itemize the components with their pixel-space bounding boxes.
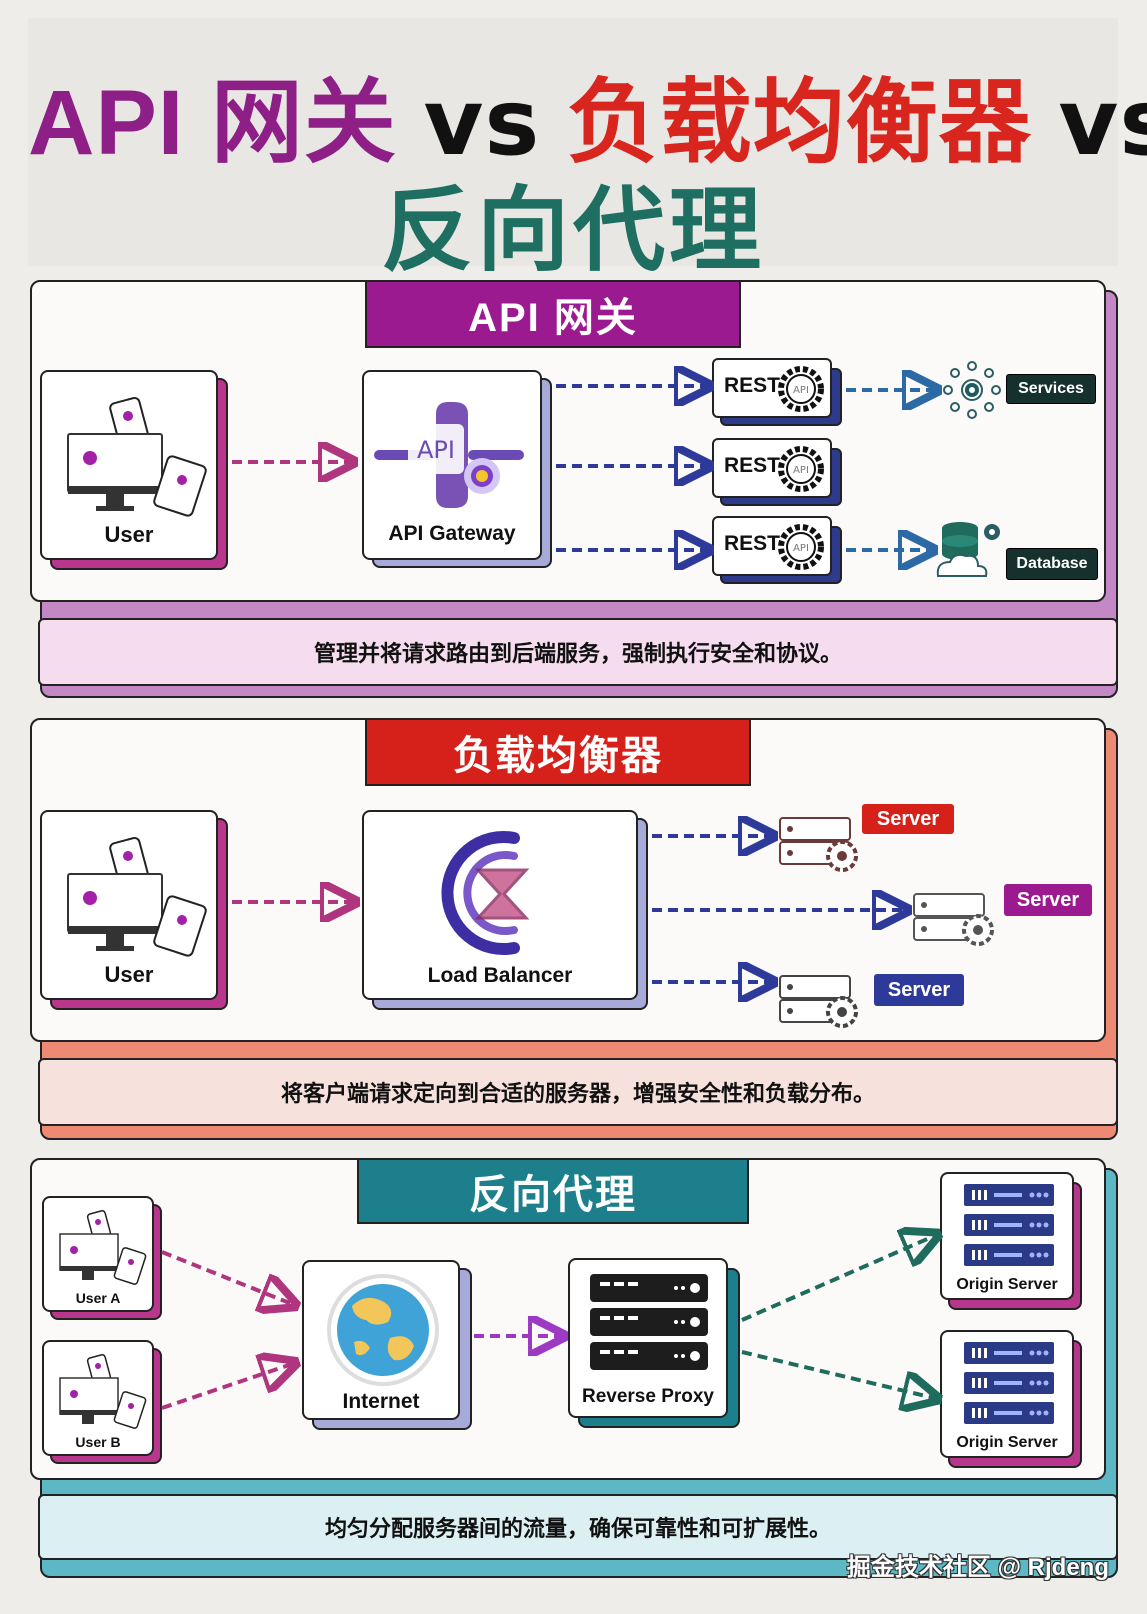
watermark: 掘金技术社区 @ Rjdeng [846,1554,1109,1581]
load-balancer-card: Load Balancer [362,810,638,1000]
server-tag-1: Server [862,804,954,834]
server-rack-icon [590,1274,708,1370]
page-title-line-1: API 网关 vs 负载均衡器 vs [28,48,1147,181]
database-tag: Database [1006,548,1098,580]
user-devices-icon [67,396,207,517]
user-b-card: User B [42,1340,154,1456]
reverse-proxy-label: Reverse Proxy [581,1386,715,1407]
services-tag: Services [1006,374,1096,404]
load-balancer-icon [441,831,530,955]
rest-label: REST [724,532,781,555]
api-gateway-icon: API [374,402,524,508]
origin-server-card-1: Origin Server [940,1172,1074,1300]
server-gear-icon [779,975,858,1028]
load-balancer-description: 将客户端请求定向到合适的服务器，增强安全性和负载分布。 [38,1058,1118,1126]
reverse-proxy-card: Reverse Proxy [568,1258,728,1418]
api-gateway-card: API API Gateway [362,370,542,560]
server-gear-icon [913,893,994,946]
title-vs-2: vs [1058,69,1147,176]
user-label: User [104,522,154,547]
api-gear-icon: API [778,524,824,570]
rest-card: REST API [712,358,832,418]
api-gateway-description-text: 管理并将请求路由到后端服务，强制执行安全和协议。 [313,641,842,666]
server-tag-2: Server [1004,884,1092,916]
title-vs-1: vs [423,69,541,176]
load-balancer-label: Load Balancer [427,964,573,987]
api-gateway-banner: API 网关 [365,280,741,348]
services-gear-network-icon [943,361,1001,419]
svg-text:API: API [793,543,809,554]
origin-server-rack-icon [964,1184,1054,1266]
reverse-proxy-description: 均匀分配服务器间的流量，确保可靠性和可扩展性。 [38,1494,1118,1560]
user-devices-icon [67,836,207,957]
user-a-label: User A [75,1290,121,1306]
api-gateway-description: 管理并将请求路由到后端服务，强制执行安全和协议。 [38,618,1118,686]
internet-card: Internet [302,1260,460,1420]
user-card: User [40,810,218,1000]
user-b-label: User B [75,1434,121,1450]
svg-text:API: API [793,465,809,476]
rest-card: REST API [712,438,832,498]
reverse-proxy-banner: 反向代理 [357,1158,749,1224]
load-balancer-banner-text: 负载均衡器 [453,734,663,778]
server-tag-3: Server [874,974,964,1006]
load-balancer-description-text: 将客户端请求定向到合适的服务器，增强安全性和负载分布。 [280,1081,875,1106]
user-card: User [40,370,218,560]
origin-server-label: Origin Server [956,1434,1058,1451]
server-gear-icon [779,817,858,872]
database-cloud-icon [936,522,1000,577]
title-load-balancer: 负载均衡器 [566,72,1032,174]
api-gear-icon: API [778,366,824,412]
title-area: API 网关 vs 负载均衡器 vs 反向代理 [28,18,1147,282]
title-api-gateway: API 网关 [28,72,397,174]
user-devices-icon [59,1354,147,1429]
user-a-card: User A [42,1196,154,1312]
internet-label: Internet [342,1390,420,1413]
user-label: User [104,962,154,987]
origin-server-rack-icon [964,1342,1054,1424]
rest-card: REST API [712,516,832,576]
reverse-proxy-description-text: 均匀分配服务器间的流量，确保可靠性和可扩展性。 [324,1516,831,1541]
svg-text:API: API [793,385,809,396]
api-gateway-label: API Gateway [388,522,516,545]
origin-server-card-2: Origin Server [940,1330,1074,1458]
rest-label: REST [724,454,781,477]
globe-icon [327,1274,439,1386]
origin-server-label: Origin Server [956,1276,1058,1293]
load-balancer-banner: 负载均衡器 [365,718,751,786]
reverse-proxy-banner-text: 反向代理 [469,1173,637,1217]
gateway-icon-text: API [417,436,455,464]
title-reverse-proxy: 反向代理 [380,180,765,282]
rest-label: REST [724,374,781,397]
api-gear-icon: API [778,446,824,492]
api-gateway-banner-text: API 网关 [468,296,638,340]
user-devices-icon [59,1210,147,1285]
